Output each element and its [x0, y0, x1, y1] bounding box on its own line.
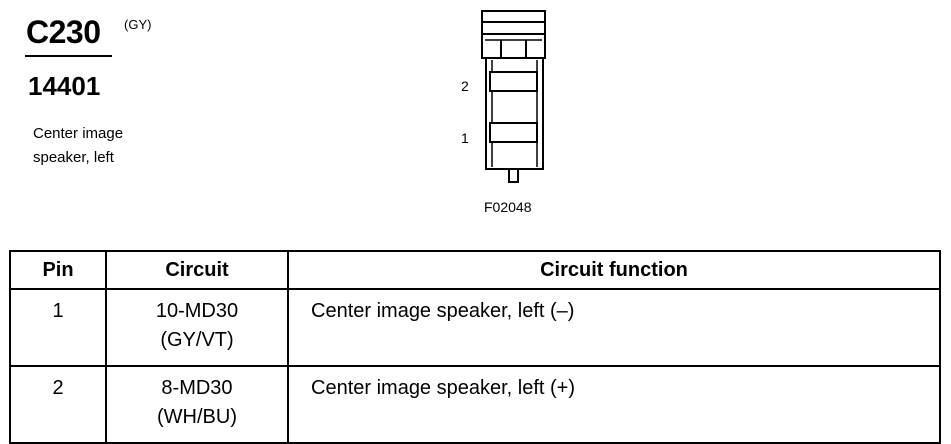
connector-face-drawing: [481, 10, 546, 183]
pin-cell: 1: [9, 288, 107, 367]
header-circuit: Circuit: [105, 250, 289, 290]
circuit-function-cell: Center image speaker, left (+): [287, 365, 941, 444]
pin-label-2: 2: [461, 78, 469, 94]
terminal-cavity-pin-2: [489, 71, 538, 92]
pinout-table: Pin Circuit Circuit function 1 10-MD30 (…: [9, 250, 941, 444]
terminal-cavity-pin-1: [489, 122, 538, 143]
circuit-number: 8-MD30: [161, 377, 233, 399]
connector-id: C230: [26, 14, 101, 50]
wire-color: (WH/BU): [157, 406, 237, 428]
table-row: 2 8-MD30 (WH/BU) Center image speaker, l…: [9, 365, 941, 444]
circuit-cell: 10-MD30 (GY/VT): [105, 288, 289, 367]
table-header-row: Pin Circuit Circuit function: [9, 250, 941, 290]
pin-cell: 2: [9, 365, 107, 444]
part-number: 14401: [28, 71, 101, 101]
description-line-1: Center image: [33, 125, 124, 142]
description-line-2: speaker, left: [33, 149, 114, 166]
title-underline: [25, 55, 112, 57]
connector-description: Center image speaker, left: [33, 122, 123, 170]
circuit-function-cell: Center image speaker, left (–): [287, 288, 941, 367]
connector-color-code: (GY): [124, 17, 152, 32]
connector-key-tab: [508, 168, 519, 183]
header-pin: Pin: [9, 250, 107, 290]
table-row: 1 10-MD30 (GY/VT) Center image speaker, …: [9, 288, 941, 367]
header-circuit-function: Circuit function: [287, 250, 941, 290]
wire-color: (GY/VT): [160, 329, 234, 351]
circuit-number: 10-MD30: [155, 300, 239, 322]
pin-label-1: 1: [461, 130, 469, 146]
circuit-cell: 8-MD30 (WH/BU): [105, 365, 289, 444]
figure-code: F02048: [484, 199, 532, 215]
